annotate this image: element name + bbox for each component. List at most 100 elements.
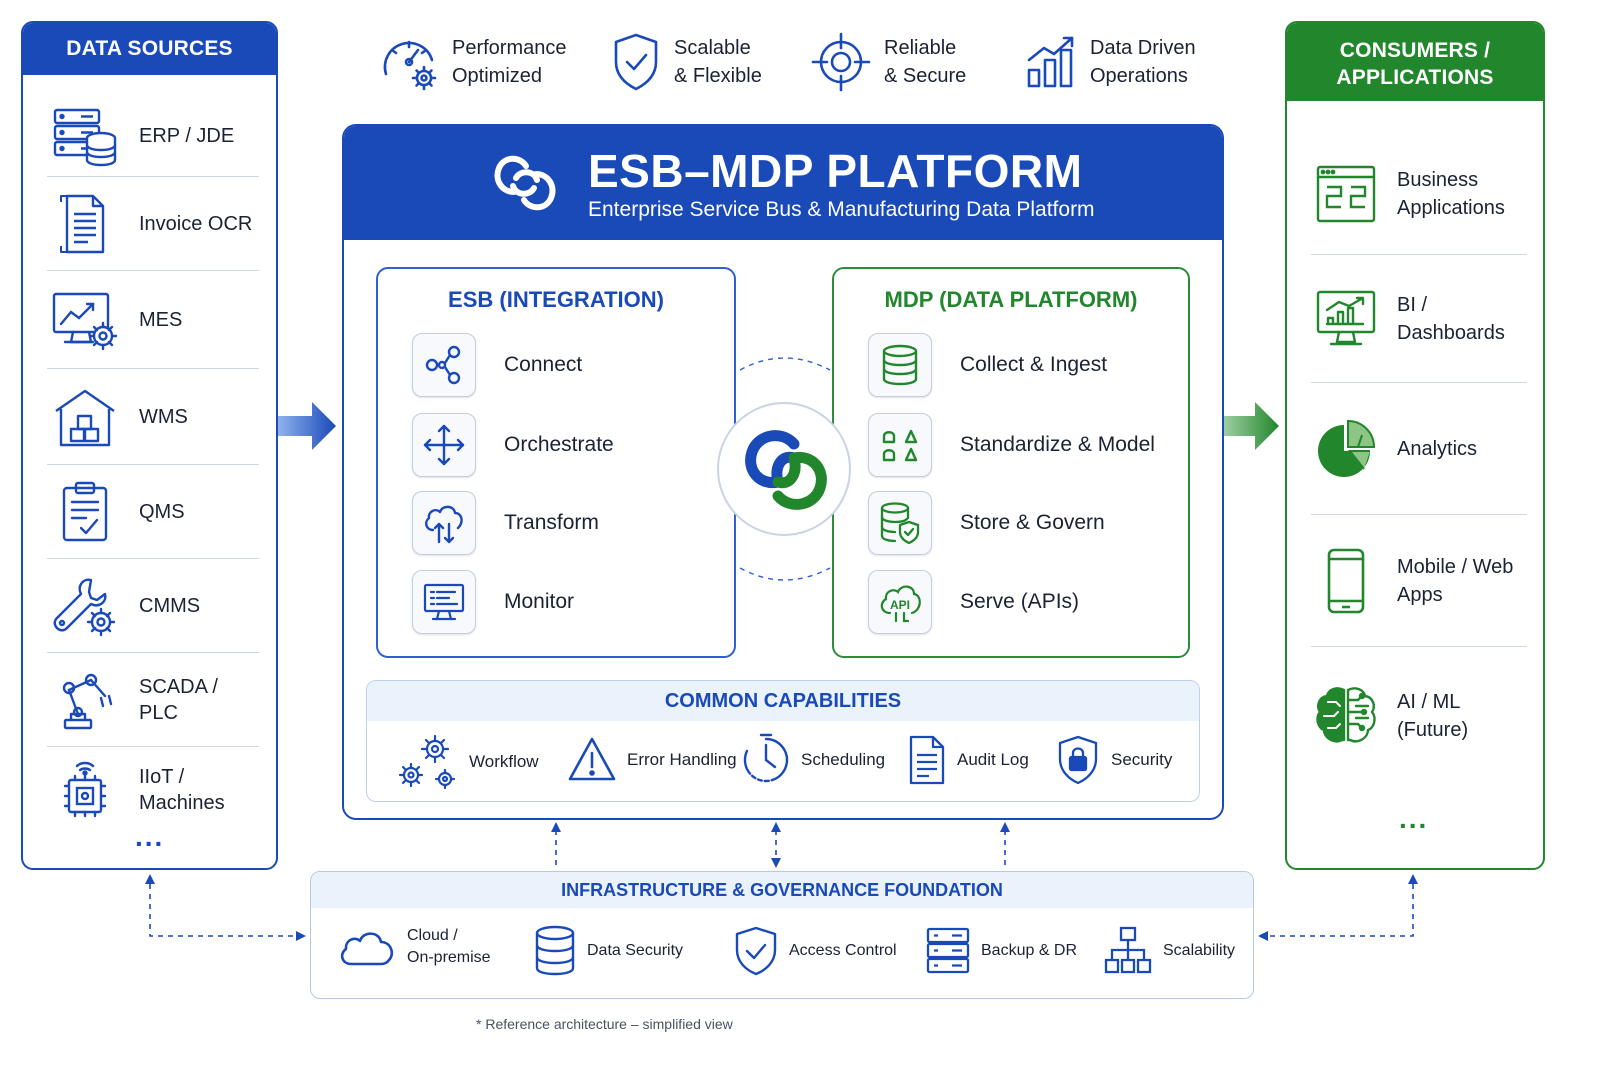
source-item-cmms[interactable]: CMMS xyxy=(47,559,259,653)
consumer-mobile-line1: Mobile / Web xyxy=(1397,555,1514,578)
mdp-label-standardize: Standardize & Model xyxy=(960,433,1155,456)
common-item-scheduling[interactable]: Scheduling xyxy=(741,733,885,787)
esb-item-monitor[interactable]: Monitor xyxy=(412,570,574,634)
source-item-invoice-ocr[interactable]: Invoice OCR xyxy=(47,177,259,271)
common-item-security[interactable]: Security xyxy=(1055,733,1172,787)
foundation-item-data-security[interactable]: Data Security xyxy=(533,924,683,978)
link-chain-icon xyxy=(738,422,834,518)
consumers-more: ... xyxy=(1399,803,1429,834)
share-nodes-icon xyxy=(412,333,476,397)
consumer-mobile-line2: Apps xyxy=(1397,583,1443,606)
consumer-item-bi-dashboards[interactable]: BI / Dashboards xyxy=(1311,255,1527,383)
shield-check-icon xyxy=(610,30,662,94)
consumers-panel: CONSUMERS / APPLICATIONS Business Applic… xyxy=(1285,21,1545,870)
esb-integration-box: ESB (INTEGRATION) Connect Orchestrate xyxy=(376,267,736,658)
feature-scalable-line2: & Flexible xyxy=(674,65,762,87)
foundation-cloud-line1: Cloud / xyxy=(407,927,458,944)
consumer-item-business-apps[interactable]: Business Applications xyxy=(1311,133,1527,255)
source-label-qms: QMS xyxy=(139,500,185,523)
warehouse-icon xyxy=(47,382,123,452)
platform-subtitle: Enterprise Service Bus & Manufacturing D… xyxy=(588,198,1095,221)
data-sources-title: DATA SOURCES xyxy=(23,23,276,75)
esb-item-orchestrate[interactable]: Orchestrate xyxy=(412,413,614,477)
common-item-audit-log[interactable]: Audit Log xyxy=(907,733,1029,787)
lock-shield-icon xyxy=(1055,733,1101,787)
feature-reliable: Reliable& Secure xyxy=(810,30,966,94)
mdp-data-platform-box: MDP (DATA PLATFORM) Collect & Ingest Sta… xyxy=(832,267,1190,658)
mdp-item-collect[interactable]: Collect & Ingest xyxy=(868,333,1107,397)
footnote: * Reference architecture – simplified vi… xyxy=(476,1016,733,1032)
source-label-cmms: CMMS xyxy=(139,594,201,617)
feature-reliable-line2: & Secure xyxy=(884,65,967,87)
arrow-platform-to-consumers xyxy=(1223,402,1279,450)
consumer-item-analytics[interactable]: Analytics xyxy=(1311,383,1527,515)
source-item-erp[interactable]: ERP / JDE xyxy=(47,95,259,177)
common-label-audit-log: Audit Log xyxy=(957,750,1029,769)
feature-data-driven-line2: Operations xyxy=(1090,65,1188,87)
smartphone-icon xyxy=(1311,543,1381,619)
mdp-item-standardize[interactable]: Standardize & Model xyxy=(868,413,1155,477)
shield-check-icon xyxy=(733,924,779,978)
api-cloud-icon: API xyxy=(868,570,932,634)
source-item-scada[interactable]: SCADA / PLC xyxy=(47,653,259,747)
source-item-wms[interactable]: WMS xyxy=(47,369,259,465)
foundation-item-cloud[interactable]: Cloud / On-premise xyxy=(337,924,491,970)
mdp-label-collect: Collect & Ingest xyxy=(960,353,1108,376)
feature-performance-line2: Optimized xyxy=(452,65,543,87)
consumers-title: CONSUMERS / APPLICATIONS xyxy=(1287,23,1543,101)
clock-icon xyxy=(741,733,791,787)
esb-title: ESB (INTEGRATION) xyxy=(448,287,664,312)
esb-item-connect[interactable]: Connect xyxy=(412,333,582,397)
esb-label-transform: Transform xyxy=(504,511,599,534)
common-label-workflow: Workflow xyxy=(469,752,539,771)
foundation-label-backup: Backup & DR xyxy=(981,942,1078,959)
source-label-invoice-ocr: Invoice OCR xyxy=(139,212,253,235)
monitor-screen-icon xyxy=(412,570,476,634)
audit-document-icon xyxy=(907,733,947,787)
consumer-label-analytics: Analytics xyxy=(1397,437,1478,460)
esb-mdp-platform: ESB–MDP PLATFORM Enterprise Service Bus … xyxy=(342,124,1224,820)
cloud-sync-icon xyxy=(412,491,476,555)
consumer-item-ai-ml[interactable]: AI / ML (Future) xyxy=(1311,647,1527,785)
arrow-sources-to-platform xyxy=(278,402,336,450)
esb-label-connect: Connect xyxy=(504,353,583,376)
database-icon xyxy=(533,924,577,978)
warning-icon xyxy=(567,733,617,787)
mdp-item-store[interactable]: Store & Govern xyxy=(868,491,1105,555)
common-label-security: Security xyxy=(1111,750,1173,769)
source-label-wms: WMS xyxy=(139,405,188,428)
shapes-icon xyxy=(868,413,932,477)
infrastructure-foundation: INFRASTRUCTURE & GOVERNANCE FOUNDATION C… xyxy=(310,871,1254,999)
foundation-item-backup[interactable]: Backup & DR xyxy=(925,924,1077,978)
feature-scalable: Scalable& Flexible xyxy=(610,30,762,94)
source-label-mes: MES xyxy=(139,308,183,331)
consumer-ai-line1: AI / ML xyxy=(1397,691,1461,713)
consumers-title-line1: CONSUMERS / xyxy=(1339,39,1491,62)
wrench-gear-icon xyxy=(47,571,123,641)
source-item-mes[interactable]: MES xyxy=(47,271,259,369)
foundation-item-scalability[interactable]: Scalability xyxy=(1103,924,1235,978)
consumer-label-mobile-web: Mobile / Web Apps xyxy=(1397,553,1513,609)
common-capabilities-title: COMMON CAPABILITIES xyxy=(367,681,1199,721)
move-arrows-icon xyxy=(412,413,476,477)
mdp-label-serve: Serve (APIs) xyxy=(960,590,1080,613)
esb-label-monitor: Monitor xyxy=(504,590,575,613)
consumers-title-line2: APPLICATIONS xyxy=(1336,66,1494,89)
common-capabilities-box: COMMON CAPABILITIES Workflow Er xyxy=(366,680,1200,802)
consumer-item-mobile-web[interactable]: Mobile / Web Apps xyxy=(1311,515,1527,647)
common-item-error-handling[interactable]: Error Handling xyxy=(567,733,737,787)
robot-arm-icon xyxy=(47,665,123,735)
esb-item-transform[interactable]: Transform xyxy=(412,491,599,555)
server-database-icon xyxy=(47,101,123,171)
app-window-icon xyxy=(1311,156,1381,232)
brain-circuit-icon xyxy=(1311,678,1381,754)
common-item-workflow[interactable]: Workflow xyxy=(397,733,539,791)
mdp-item-serve[interactable]: API Serve (APIs) xyxy=(868,570,1079,634)
data-sources-more: ... xyxy=(135,821,165,852)
foundation-item-access-control[interactable]: Access Control xyxy=(733,924,897,978)
source-item-iiot[interactable]: IIoT / Machines xyxy=(47,747,259,833)
common-label-scheduling: Scheduling xyxy=(801,750,886,769)
source-item-qms[interactable]: QMS xyxy=(47,465,259,559)
crosshair-target-icon xyxy=(810,30,872,94)
